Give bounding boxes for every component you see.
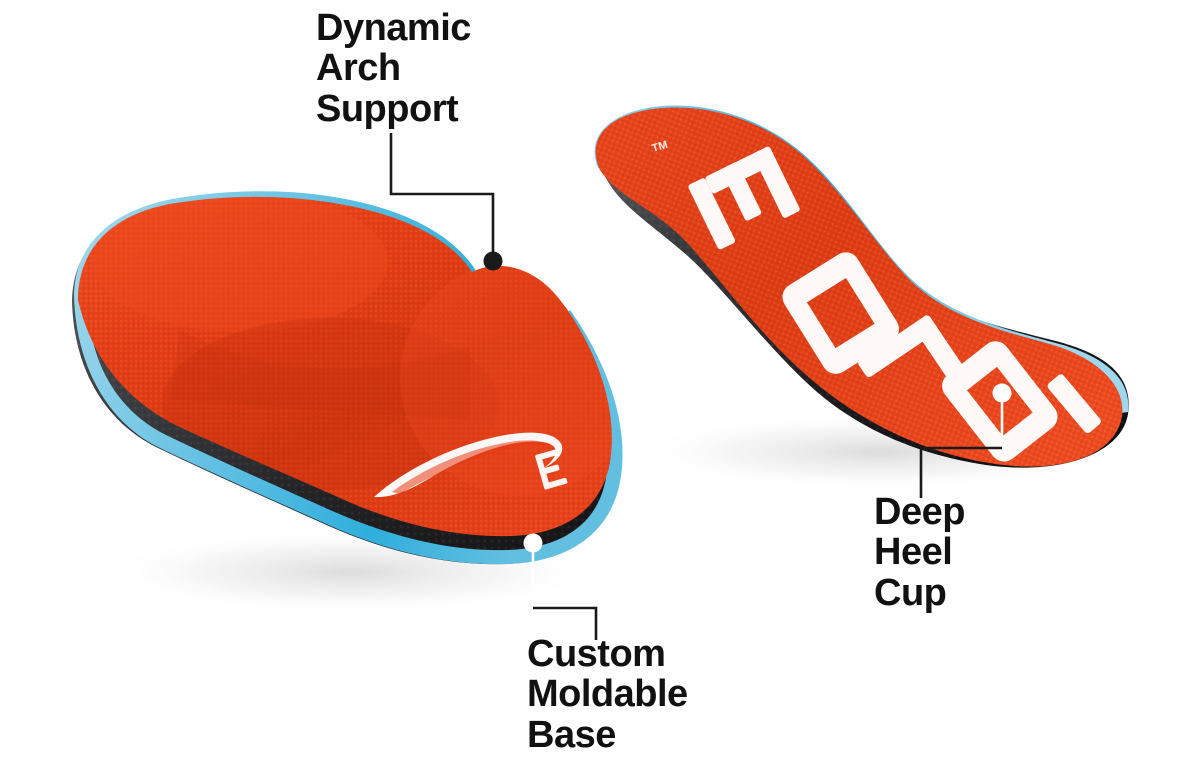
left-insole <box>72 191 623 565</box>
callout-label-deep-heel-cup: Deep Heel Cup <box>874 491 965 614</box>
right-insole: TM <box>594 105 1129 468</box>
callout-label-custom-moldable-base: Custom Moldable Base <box>527 633 688 756</box>
dot-dynamic-arch-support <box>483 251 503 271</box>
dot-custom-moldable-base <box>523 533 543 553</box>
leader-custom-moldable-base <box>523 533 598 640</box>
leader-deep-heel-cup <box>919 383 1012 498</box>
left-insole-blue-band <box>74 191 623 565</box>
callout-label-dynamic-arch-support: Dynamic Arch Support <box>316 7 471 130</box>
left-insole-logo <box>374 432 568 498</box>
leader-dynamic-arch-support <box>389 133 503 271</box>
dot-deep-heel-cup <box>992 383 1012 403</box>
right-insole-brand-mark <box>688 146 1101 462</box>
right-insole-trademark: TM <box>651 139 670 155</box>
